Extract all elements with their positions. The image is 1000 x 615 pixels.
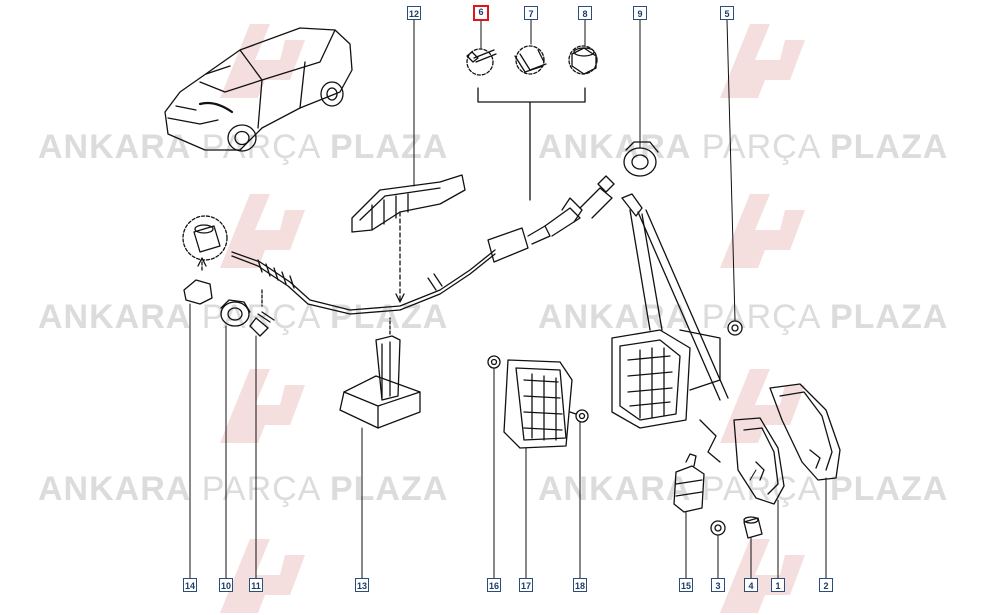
callout-16[interactable]: 16 [487,578,501,592]
part-13-pedal-stop [339,317,421,429]
callout-17[interactable]: 17 [519,578,533,592]
part-18-nut [569,409,589,423]
group-bracket-line [477,87,586,201]
parts-diagram: ANKARA PARÇA PLAZA ANKARA PARÇA PLAZA AN… [38,5,949,613]
callout-9[interactable]: 9 [633,6,647,20]
callout-11[interactable]: 11 [249,578,263,592]
part-15-switch [673,453,705,513]
callout-15[interactable]: 15 [679,578,693,592]
part-16-nut [487,355,501,369]
exploded-view-drawing [164,19,841,579]
pedal-assembly [611,193,729,463]
callout-6[interactable]: 6 [473,5,489,21]
watermark-row-1-left: ANKARA PARÇA PLAZA [38,128,449,166]
part-5-nut [727,320,743,336]
callout-2[interactable]: 2 [819,578,833,592]
callout-4[interactable]: 4 [744,578,758,592]
callout-3[interactable]: 3 [711,578,725,592]
ap-logo-icon [720,539,805,613]
car-illustration [164,27,353,152]
callout-8[interactable]: 8 [578,6,592,20]
ap-logo-icon [220,194,305,268]
part-12-bracket [351,174,466,303]
part-2-sector [769,383,841,481]
clutch-cable [231,175,615,315]
callout-13[interactable]: 13 [355,578,369,592]
callout-14[interactable]: 14 [183,578,197,592]
ap-logo-icon [220,24,305,98]
part-3-nut [710,520,726,536]
ap-logo-icon [220,539,305,613]
part-11-clip [249,289,275,337]
part-10-grommet [220,299,251,327]
leader-lines [189,19,827,579]
part-6-screw [466,48,497,76]
watermark-row-1-right: ANKARA PARÇA PLAZA [538,128,949,166]
part-8-bushing [568,45,598,75]
ap-logo-icon [720,24,805,98]
part-17-pedal-pad [503,359,573,449]
part-1-sector [733,417,785,505]
watermark-row-2-right: ANKARA PARÇA PLAZA [538,298,949,336]
part-7-pin [514,45,547,75]
callout-5[interactable]: 5 [720,6,734,20]
callout-10[interactable]: 10 [219,578,233,592]
callout-1[interactable]: 1 [771,578,785,592]
ap-logo-icon [720,194,805,268]
watermark-row-3-left: ANKARA PARÇA PLAZA [38,470,449,508]
ap-logo-icon [220,369,305,443]
callout-7[interactable]: 7 [524,6,538,20]
callout-18[interactable]: 18 [573,578,587,592]
callout-12[interactable]: 12 [407,6,421,20]
part-4-bushing [743,516,763,539]
part-14-end-fitting [182,215,228,305]
watermark-row-3-right: ANKARA PARÇA PLAZA [538,470,949,508]
part-9-boot [623,141,659,177]
